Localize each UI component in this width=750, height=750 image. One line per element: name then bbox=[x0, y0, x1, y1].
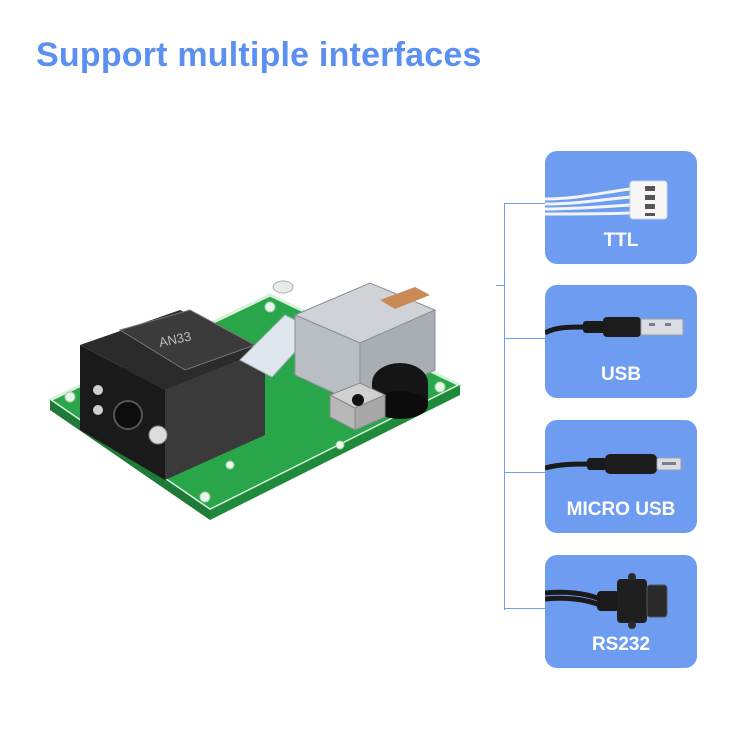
connector-stub-ttl bbox=[504, 203, 545, 204]
interface-card-ttl: TTL bbox=[545, 151, 697, 264]
interface-card-micro-usb: MICRO USB bbox=[545, 420, 697, 533]
connector-stub-board bbox=[496, 285, 504, 286]
connector-trunk bbox=[504, 203, 505, 610]
interface-label-micro-usb: MICRO USB bbox=[566, 499, 676, 520]
page-headline: Support multiple interfaces bbox=[36, 36, 482, 74]
interface-label-ttl: TTL bbox=[603, 230, 639, 251]
interface-label-usb: USB bbox=[600, 364, 642, 385]
connector-stub-rs232 bbox=[504, 608, 545, 609]
interface-label-rs232: RS232 bbox=[591, 634, 651, 655]
micro-usb-cable-icon bbox=[545, 454, 682, 474]
interface-card-usb: USB bbox=[545, 285, 697, 398]
connector-stub-micro-usb bbox=[504, 472, 545, 473]
svg-text:AN33: AN33 bbox=[158, 328, 193, 349]
usb-cable-icon bbox=[545, 317, 684, 337]
rs232-cable-icon bbox=[545, 573, 668, 629]
connector-stub-usb bbox=[504, 338, 545, 339]
ttl-cable-icon bbox=[545, 180, 668, 220]
scanner-module-image: AN33 bbox=[40, 265, 480, 530]
interface-card-rs232: RS232 bbox=[545, 555, 697, 668]
